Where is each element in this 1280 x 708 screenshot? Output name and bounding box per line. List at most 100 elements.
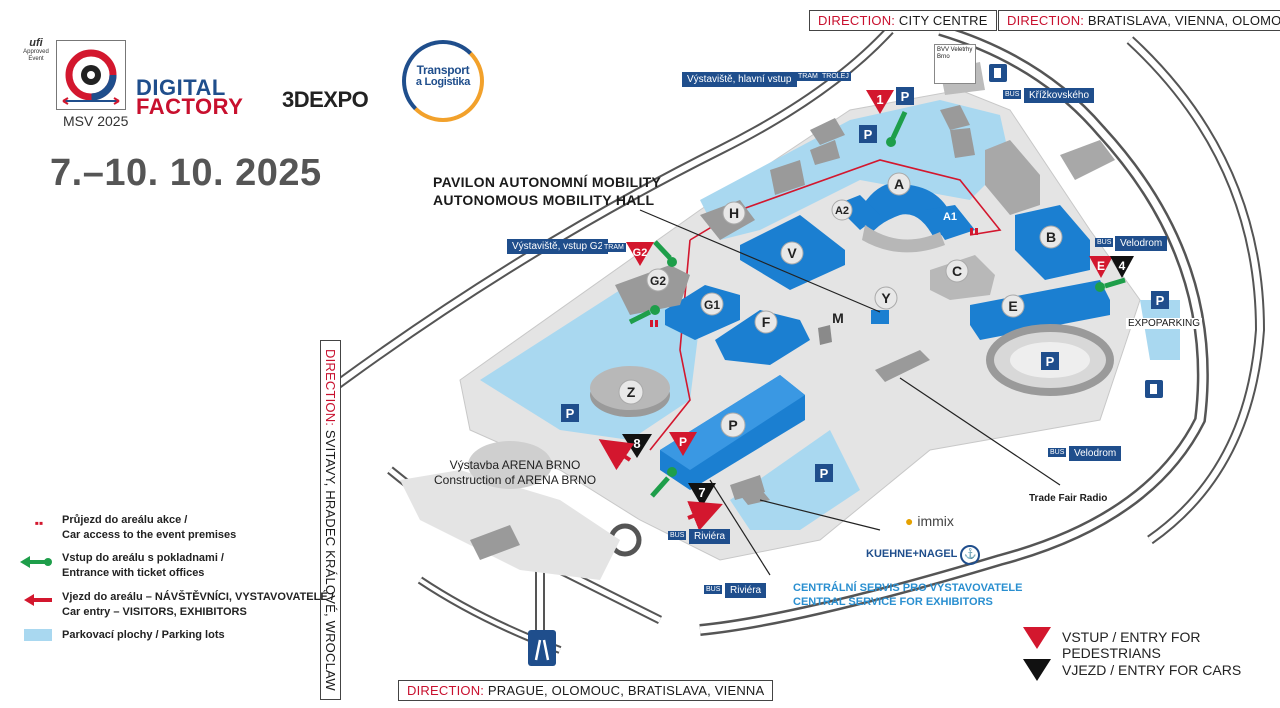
parking-swatch (24, 629, 52, 641)
car-triangle-icon (1023, 659, 1051, 681)
factory-text: FACTORY (136, 94, 244, 119)
parking-lot-north (700, 100, 1010, 240)
building-trade-fair-radio (875, 350, 930, 382)
mobility-hall-en: AUTONOMOUS MOBILITY HALL (433, 192, 655, 208)
3dexpo-logo: 3DEXPO (282, 87, 369, 112)
pointer-mobility-hall (639, 209, 881, 313)
parking-marker-expoparking-label: P (1156, 293, 1165, 308)
hall-a-label: A (894, 176, 904, 192)
hall-b-label: B (1046, 229, 1056, 245)
immix-icon: ● (905, 513, 914, 529)
ped-entrance-p (669, 432, 697, 456)
car-entrance-8-label: 8 (633, 436, 640, 451)
car-entry-8 (598, 439, 635, 471)
bvv-logo: BVV Veletrhy Brno (934, 44, 976, 84)
central-service-cz: CENTRÁLNÍ SERVIS PRO VYSTAVOVATELE (793, 582, 1023, 594)
central-service-label: CENTRÁLNÍ SERVIS PRO VYSTAVOVATELE CENTR… (793, 581, 1022, 609)
ticket-entrance-g2 (653, 240, 672, 260)
hall-e (970, 280, 1110, 340)
hall-e-label: E (1008, 298, 1017, 314)
logistika-text: a Logistika (415, 76, 471, 88)
car-entrance-7 (688, 483, 716, 507)
hall-a1-label: A1 (943, 211, 957, 223)
mobility-hall-label: PAVILON AUTONOMNÍ MOBILITY AUTONOMOUS MO… (433, 173, 661, 209)
parking-markers: P P P P P P (561, 87, 1169, 482)
hall-h-label: H (729, 205, 739, 221)
direction-text: BRATISLAVA, VIENNA, OLOMOUC (1084, 13, 1280, 28)
stop-krizkovskeho: Křížkovského (1024, 88, 1095, 103)
legend-car-access-en: Car access to the event premises (62, 529, 237, 541)
immix-logo: ● immix (905, 513, 954, 529)
direction-city-centre: DIRECTION: CITY CENTRE (809, 10, 997, 31)
hall-m-label: M (832, 310, 844, 326)
direction-svitavy: DIRECTION: SVITAVY, HRADEC KRÁLOVÉ, WROC… (320, 340, 341, 700)
ticket-entrance-main (890, 110, 908, 140)
transport-logistika-logo: Transport a Logistika (402, 40, 484, 122)
hall-a-marker (887, 172, 911, 196)
direction-keyword: DIRECTION: (407, 683, 485, 698)
ped-entrance-e-label: E (1097, 259, 1105, 273)
parking-lot-expoparking (1140, 300, 1180, 360)
parking-marker-velodrome-label: P (1046, 354, 1055, 369)
parking-marker-velodrome (1041, 352, 1059, 370)
hall-y-marker (874, 286, 898, 310)
hall-a2-label: A2 (835, 205, 849, 217)
legend-cars: VJEZD / ENTRY FOR CARS (1062, 662, 1242, 678)
building-m (818, 325, 832, 345)
hall-f (715, 310, 810, 365)
bus-icon: BUS (1048, 448, 1067, 457)
stop-main-entrance: Výstaviště, hlavní vstup (682, 72, 797, 87)
motorway-sign (528, 630, 556, 666)
ped-entrance-e (1089, 256, 1113, 278)
pointer-central-service (709, 479, 771, 576)
car-entrance-4-label: 4 (1119, 259, 1126, 273)
legend-car-access-cz: Průjezd do areálu akce / (62, 514, 188, 526)
legend-entrance: Vstup do areálu s pokladnami / Entrance … (62, 551, 224, 581)
pedestrian-triangle-icon (1023, 627, 1051, 649)
arena-brno (468, 441, 552, 489)
event-dates: 7.–10. 10. 2025 (50, 152, 322, 194)
fuel-icon (989, 64, 1163, 398)
direction-bratislava: DIRECTION: BRATISLAVA, VIENNA, OLOMOUC (998, 10, 1280, 31)
direction-keyword: DIRECTION: (323, 349, 338, 427)
parking-marker-north (859, 125, 877, 143)
hall-y (871, 310, 889, 324)
immix-text: immix (917, 513, 954, 529)
pointer-trade-fair-radio (899, 377, 1061, 486)
legend-car-entry: Vjezd do areálu – NÁVŠTĚVNÍCI, VYSTAVOVA… (62, 590, 334, 620)
parking-marker-expoparking (1151, 291, 1169, 309)
direction-keyword: DIRECTION: (818, 13, 896, 28)
hall-f-marker (754, 310, 778, 334)
hall-g2-label: G2 (650, 274, 666, 288)
ped-entrance-1-label: 1 (876, 92, 883, 107)
tram-icon: TRAM (796, 72, 820, 81)
hall-g1-marker (700, 292, 724, 316)
hall-a (835, 182, 975, 253)
legend-pedestrians: VSTUP / ENTRY FOR PEDESTRIANS (1062, 629, 1201, 661)
hall-p-label: P (728, 417, 737, 433)
mobility-hall-cz: PAVILON AUTONOMNÍ MOBILITY (433, 174, 662, 190)
car-entrance-7-label: 7 (698, 485, 705, 500)
ticket-entrances (628, 110, 1126, 498)
transport-text: Transport (416, 63, 470, 77)
ufi-event: Event (28, 56, 44, 62)
hall-v-marker (780, 241, 804, 265)
ped-entrance-1 (866, 90, 894, 114)
direction-text: SVITAVY, HRADEC KRÁLOVÉ, WROCLAW (323, 426, 338, 691)
hall-p-marker (720, 412, 746, 438)
parking-marker-south-label: P (820, 466, 829, 481)
car-access-icon: ▪▪ (34, 516, 44, 530)
direction-text: CITY CENTRE (895, 13, 988, 28)
ticket-entrance-e (1104, 277, 1126, 289)
trolleybus-icon: TROLEJ (820, 72, 851, 81)
legend-entrance-cz: Vstup do areálu s pokladnami / (62, 552, 224, 564)
parking-marker-main-label: P (901, 89, 910, 104)
ticket-entrance-g (628, 309, 652, 325)
ticket-entrance-p (650, 476, 670, 498)
parking-marker-main (896, 87, 914, 105)
parking-marker-south (815, 464, 833, 482)
hall-g2-marker (646, 268, 670, 292)
car-entries (598, 439, 723, 531)
hall-g1-label: G1 (704, 298, 720, 312)
entrance-markers: 1 G2 E 4 8 P 7 (622, 90, 1134, 507)
